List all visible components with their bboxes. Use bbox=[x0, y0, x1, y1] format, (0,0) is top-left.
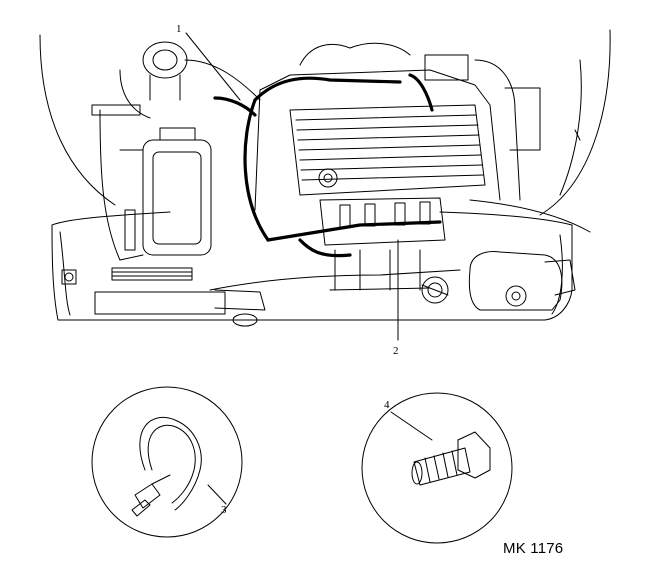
figure-reference-code: MK 1176 bbox=[503, 540, 564, 557]
callout-4: 4 bbox=[384, 399, 390, 411]
callout-3: 3 bbox=[221, 504, 227, 516]
engine-bay-outline bbox=[39, 29, 611, 321]
lower-left-components bbox=[61, 267, 266, 327]
expansion-tank bbox=[91, 104, 212, 261]
bolt-inset bbox=[361, 392, 513, 544]
intake-top bbox=[299, 42, 541, 201]
leader-lines bbox=[185, 32, 433, 505]
oil-cap bbox=[421, 276, 449, 304]
routing-lines bbox=[209, 59, 591, 291]
callout-2: 2 bbox=[393, 345, 399, 357]
cam-cover bbox=[254, 69, 501, 211]
upper-left-components bbox=[119, 41, 261, 119]
air-cleaner bbox=[468, 251, 576, 311]
cable-tie-inset bbox=[91, 386, 243, 538]
callout-1: 1 bbox=[176, 23, 182, 35]
wiring-harness bbox=[213, 73, 442, 258]
